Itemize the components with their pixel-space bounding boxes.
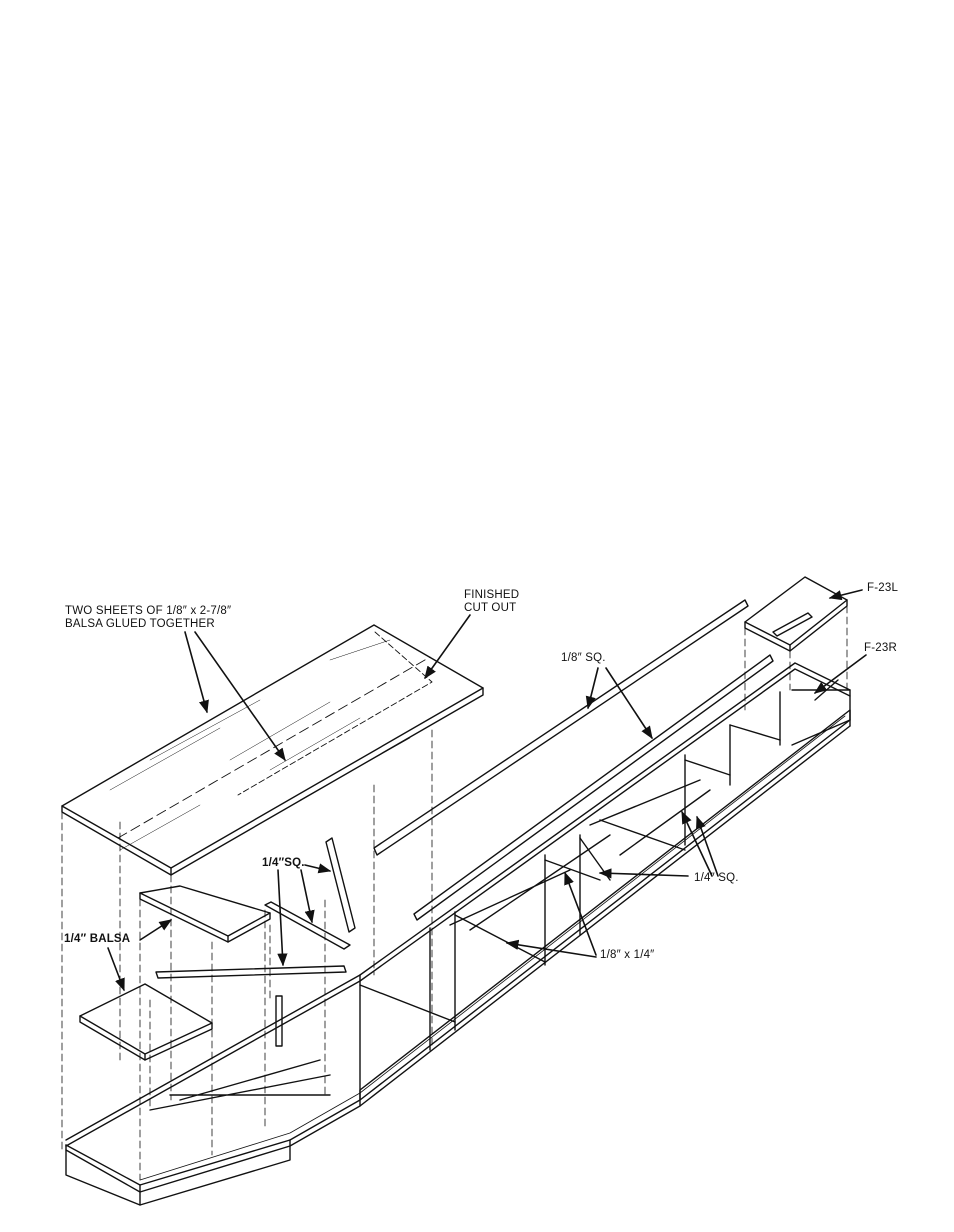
- f23l-label: F-23L: [867, 582, 899, 594]
- fuselage-frame: [65, 662, 851, 1206]
- quarter-sq-left-label: 1/4″SQ.: [262, 857, 305, 869]
- leader-arrows: [107, 589, 867, 992]
- finished-cut-out-label: FINISHED CUT OUT: [464, 589, 519, 615]
- upright-sticks: [155, 837, 356, 1047]
- finished-line-2: CUT OUT: [464, 602, 517, 614]
- f23r-label: F-23R: [864, 642, 897, 654]
- eighth-square-sticks: [373, 599, 774, 921]
- two-sheets-line-2: BALSA GLUED TOGETHER: [65, 618, 215, 630]
- f23l-plate: [744, 576, 848, 652]
- lower-balsa-plate: [79, 983, 213, 1061]
- alignment-lines: [61, 605, 848, 1181]
- upper-balsa-plate: [139, 885, 271, 943]
- eighth-sq-label: 1/8″ SQ.: [561, 652, 606, 664]
- two-sheets-line-1: TWO SHEETS OF 1/8″ x 2-7/8″: [65, 605, 232, 617]
- eighth-by-quarter-label: 1/8″ x 1/4″: [600, 949, 655, 961]
- two-sheets-label: TWO SHEETS OF 1/8″ x 2-7/8″ BALSA GLUED …: [65, 605, 231, 631]
- finished-line-1: FINISHED: [464, 589, 520, 601]
- top-balsa-sheet: [61, 624, 484, 876]
- quarter-sq-right-label: 1/4″ SQ.: [694, 872, 739, 884]
- quarter-balsa-label: 1/4″ BALSA: [64, 933, 131, 945]
